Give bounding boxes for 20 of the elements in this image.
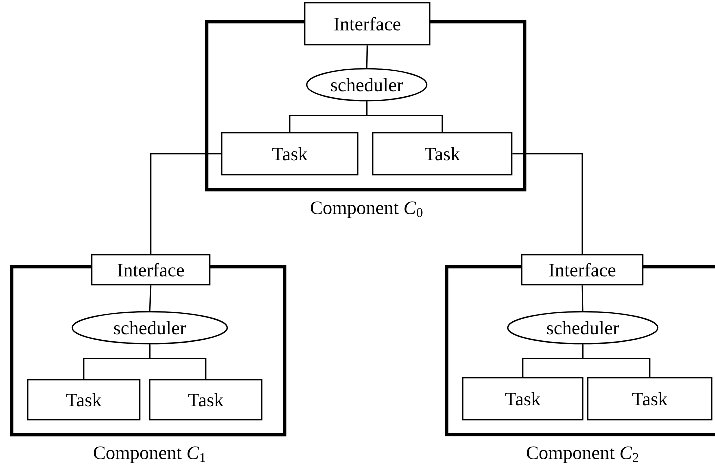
interface-box: Interface <box>521 254 644 286</box>
task-box: Task <box>149 379 263 421</box>
node-label: Component C$_{2}$ <box>527 446 638 464</box>
task-box: Task <box>221 132 359 176</box>
connector-line <box>366 46 368 68</box>
connector-line <box>582 286 584 312</box>
node-label: Component C$_{0}$ <box>311 202 423 218</box>
interface-box: Interface <box>304 2 431 46</box>
connector-line <box>512 153 584 254</box>
node-label: Component C$_{1}$ <box>94 446 206 464</box>
connector-line <box>582 344 651 378</box>
connector-line <box>149 344 207 380</box>
interface-box: Interface <box>91 254 211 286</box>
task-box: Task <box>27 379 141 421</box>
task-box: Task <box>587 377 713 421</box>
connector-line <box>366 102 444 132</box>
connector-line <box>149 286 152 312</box>
task-box: Task <box>372 132 513 176</box>
connector-line <box>150 153 222 254</box>
task-box: Task <box>462 377 584 421</box>
